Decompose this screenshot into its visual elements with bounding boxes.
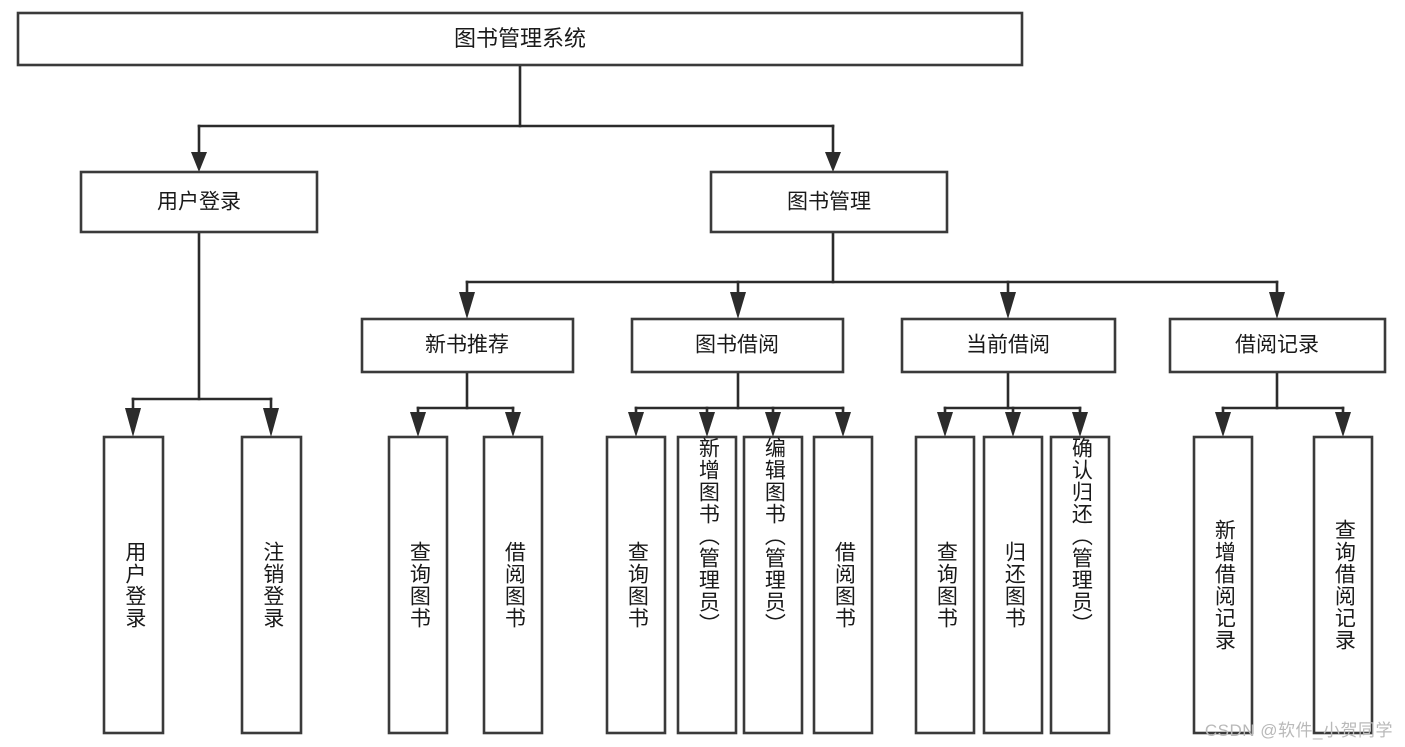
node-book-management[interactable]: 图书管理: [709, 170, 949, 234]
arrow-head-icon: [1005, 412, 1021, 437]
leaf-box: [914, 435, 976, 735]
leaf-box: [812, 435, 874, 735]
connectors-borrowrecord-to-leaves: [1215, 370, 1351, 437]
node-current-borrow[interactable]: 当前借阅: [900, 317, 1117, 374]
arrow-head-icon: [125, 408, 141, 437]
connectors-newbook-to-leaves: [410, 370, 521, 437]
node-current-borrow-label: 当前借阅: [966, 334, 1050, 357]
arrow-head-icon: [628, 412, 644, 437]
node-root[interactable]: 图书管理系统: [16, 11, 1024, 67]
arrow-head-icon: [765, 412, 781, 437]
leaf-box: [1192, 435, 1254, 735]
watermark: CSDN @软件_小贺同学: [1204, 721, 1393, 740]
leaf-box: [1312, 435, 1374, 735]
arrow-head-icon: [835, 412, 851, 437]
node-book-borrow-label: 图书借阅: [695, 334, 779, 357]
leaf-box: [387, 435, 449, 735]
arrow-head-icon: [699, 412, 715, 437]
node-new-book-recommend[interactable]: 新书推荐: [360, 317, 575, 374]
leaf-box: [605, 435, 667, 735]
node-user-login-label: 用户登录: [157, 191, 241, 214]
connectors-bookborrow-to-leaves: [628, 370, 851, 437]
leaf-box: [102, 435, 165, 735]
connectors-booksmgmt-to-level3: [459, 230, 1285, 319]
arrow-head-icon: [191, 152, 207, 172]
arrow-head-icon: [263, 408, 279, 437]
arrow-head-icon: [1000, 292, 1016, 319]
leaf-boxes-borrow-record[interactable]: [1192, 435, 1374, 735]
leaf-box: [1049, 435, 1111, 735]
arrow-head-icon: [1269, 292, 1285, 319]
node-new-book-recommend-label: 新书推荐: [425, 334, 509, 357]
node-borrow-record-label: 借阅记录: [1235, 334, 1319, 357]
node-user-login[interactable]: 用户登录: [79, 170, 319, 234]
leaf-box: [982, 435, 1044, 735]
leaf-boxes-new-book-recommend[interactable]: [387, 435, 544, 735]
connectors-userlogin-to-leaves: [125, 230, 279, 437]
leaf-box: [482, 435, 544, 735]
arrow-head-icon: [937, 412, 953, 437]
leaf-boxes-user-login[interactable]: [102, 435, 303, 735]
leaf-boxes-current-borrow[interactable]: [914, 435, 1111, 735]
leaf-box: [240, 435, 303, 735]
arrow-head-icon: [1072, 412, 1088, 437]
node-book-management-label: 图书管理: [787, 191, 871, 214]
arrow-head-icon: [1335, 412, 1351, 437]
arrow-head-icon: [1215, 412, 1231, 437]
arrow-head-icon: [505, 412, 521, 437]
leaf-box: [742, 435, 804, 735]
connectors-root-to-level2: [191, 63, 841, 172]
arrow-head-icon: [825, 152, 841, 172]
leaf-boxes-book-borrow[interactable]: [605, 435, 874, 735]
arrow-head-icon: [730, 292, 746, 319]
arrow-head-icon: [459, 292, 475, 319]
leaf-box: [676, 435, 738, 735]
arrow-head-icon: [410, 412, 426, 437]
node-book-borrow[interactable]: 图书借阅: [630, 317, 845, 374]
node-borrow-record[interactable]: 借阅记录: [1168, 317, 1387, 374]
connectors-currentborrow-to-leaves: [937, 370, 1088, 437]
node-root-label: 图书管理系统: [454, 26, 586, 51]
